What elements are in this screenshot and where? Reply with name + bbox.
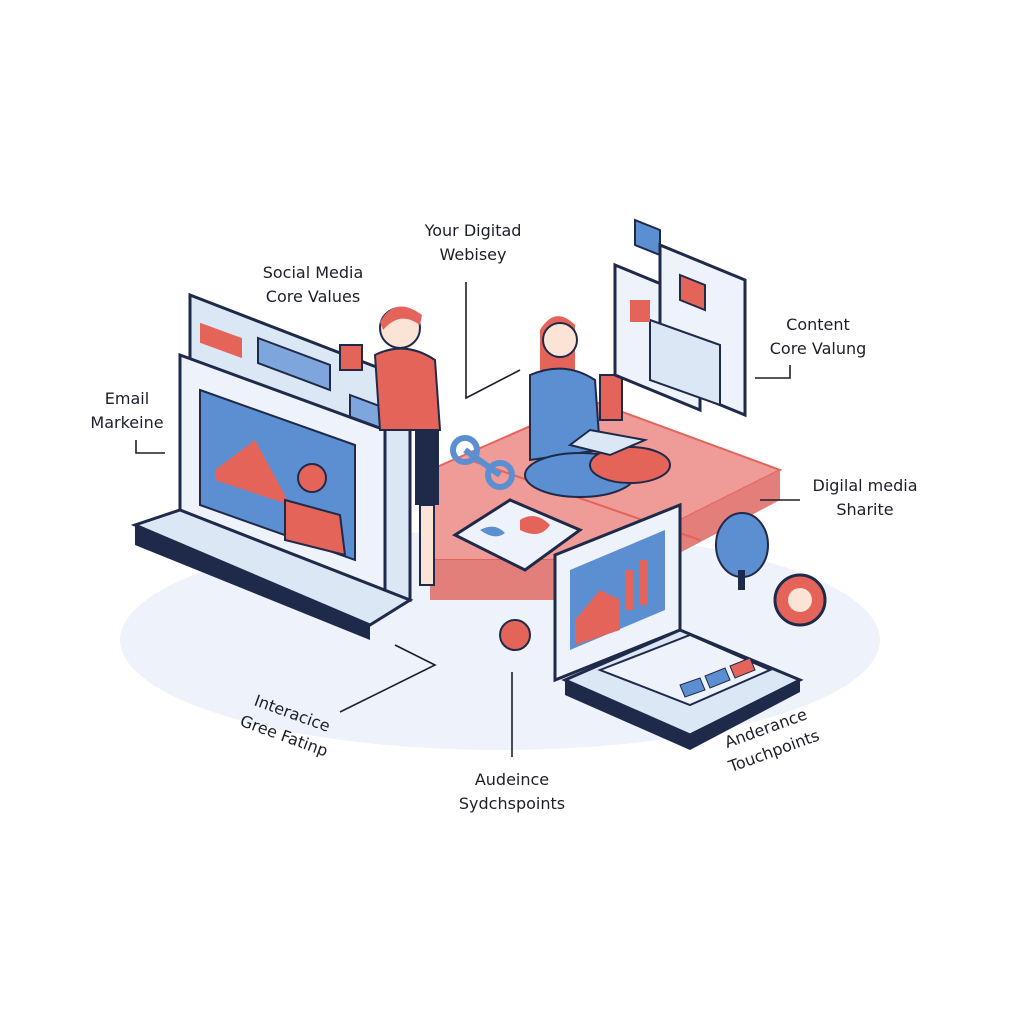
label-line: Markeine — [90, 413, 164, 432]
label-line: Email — [104, 389, 150, 408]
analytics-laptop — [553, 502, 804, 750]
label-line: Sydchspoints — [458, 794, 566, 813]
label-line: Webisey — [439, 245, 507, 264]
toy-scooter — [450, 435, 515, 490]
label-line: Sharite — [836, 500, 894, 519]
label-line: Content — [786, 315, 850, 334]
tree-icon — [715, 512, 769, 590]
label-line: Core Values — [265, 287, 361, 306]
label-line: Social Media — [262, 263, 364, 282]
label-line: Audeince — [474, 770, 550, 789]
gear-icon — [499, 619, 531, 651]
leader-lines — [135, 282, 800, 757]
label-line: Your Digitad — [424, 221, 522, 240]
label-line: Core Valung — [769, 339, 867, 358]
content-panels — [613, 218, 747, 418]
standing-person — [339, 306, 442, 586]
label-line: Digilal media — [812, 476, 918, 495]
map-tablet — [451, 498, 584, 572]
email-laptop — [130, 352, 414, 640]
location-pin-icon — [773, 573, 827, 627]
sitting-person — [524, 316, 671, 498]
